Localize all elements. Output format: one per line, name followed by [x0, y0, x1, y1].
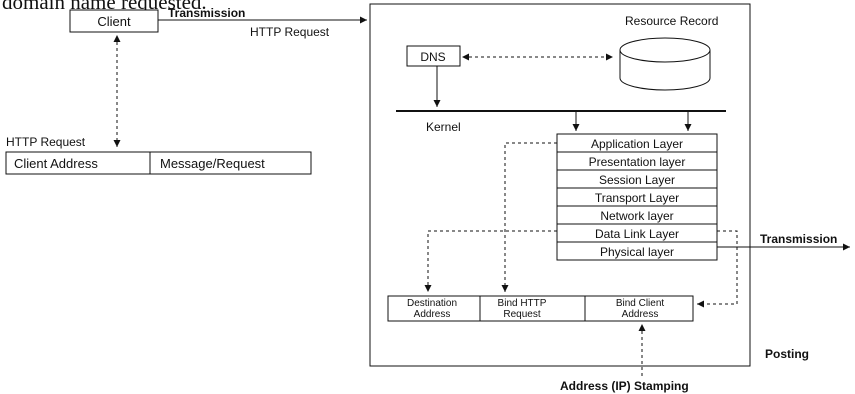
http-request-top-label: HTTP Request [250, 25, 330, 39]
bind-client-line2: Address [622, 309, 659, 320]
posting-label: Posting [765, 347, 809, 361]
message-request-cell: Message/Request [160, 156, 265, 171]
bind-http-line1: Bind HTTP [498, 298, 547, 309]
bind-http-line2: Request [503, 309, 540, 320]
client-address-cell: Client Address [14, 156, 98, 171]
layer-session: Session Layer [599, 173, 675, 187]
layer-application: Application Layer [591, 137, 683, 151]
datalink-to-destination-link [424, 230, 557, 292]
bind-client-line1: Bind Client [616, 298, 665, 309]
client-box [69, 9, 159, 33]
layer-presentation: Presentation layer [589, 155, 686, 169]
layer-physical: Physical layer [600, 245, 674, 259]
transmission-right-label: Transmission [760, 232, 837, 246]
binding-table: Destination Address Bind HTTP Request Bi… [387, 295, 694, 322]
app-to-bind-http-link [501, 142, 557, 292]
http-request-left-label: HTTP Request [6, 135, 86, 149]
transmission-top-label: Transmission [168, 6, 245, 20]
osi-layer-stack: Application Layer Presentation layer Ses… [556, 133, 718, 261]
layer-data-link: Data Link Layer [595, 227, 679, 241]
layer-network: Network layer [600, 209, 673, 223]
stamping-label: Address (IP) Stamping [560, 379, 689, 393]
kernel-label: Kernel [426, 120, 461, 134]
request-table [5, 151, 312, 175]
datalink-to-bind-client-link [697, 230, 738, 308]
destination-address-line2: Address [414, 309, 451, 320]
dns-label: DNS [420, 50, 445, 64]
dns-box [406, 45, 461, 67]
client-label: Client [97, 14, 131, 29]
database-icon [619, 37, 711, 91]
resource-record-label: Resource Record [625, 14, 718, 28]
destination-address-line1: Destination [407, 298, 457, 309]
layer-transport: Transport Layer [595, 191, 679, 205]
